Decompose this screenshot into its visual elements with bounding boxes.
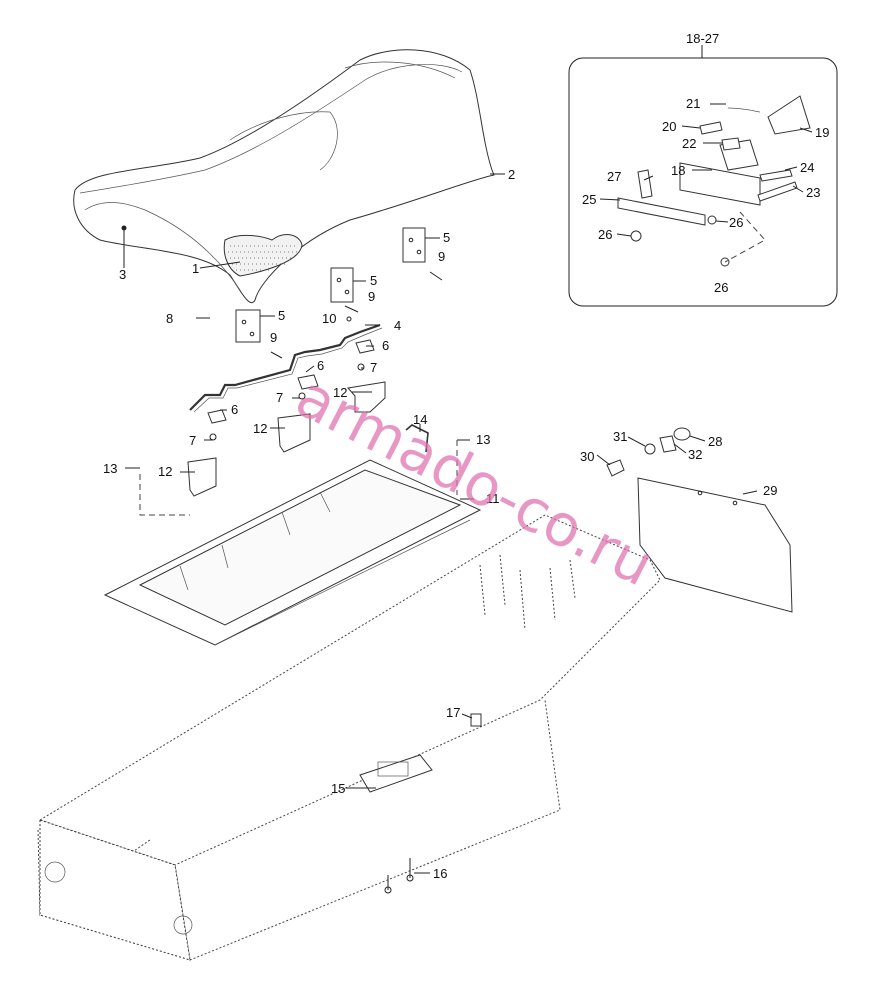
callout-22: 22: [682, 136, 696, 151]
callout-6b: 6: [317, 358, 324, 373]
callout-4: 4: [394, 318, 401, 333]
brackets-12: [187, 381, 386, 497]
seat-mesh-panel: [223, 234, 303, 277]
callout-32: 32: [688, 447, 702, 462]
callout-21: 21: [686, 96, 700, 111]
inset-detail-box: [568, 45, 838, 307]
callout-12a: 12: [333, 385, 347, 400]
callout-3: 3: [119, 267, 126, 282]
callout-25: 25: [582, 192, 596, 207]
hinge-brackets: [235, 227, 426, 343]
callout-28: 28: [708, 434, 722, 449]
leader-lines: [123, 103, 813, 874]
callout-1: 1: [192, 261, 199, 276]
callout-16: 16: [433, 866, 447, 881]
callout-19: 19: [815, 125, 829, 140]
callout-9c: 9: [270, 330, 277, 345]
callout-23: 23: [806, 185, 820, 200]
spring-rod: [189, 323, 383, 413]
callout-13b: 13: [476, 432, 490, 447]
seat: [73, 49, 495, 303]
callout-5a: 5: [443, 230, 450, 245]
callout-26c: 26: [714, 280, 728, 295]
snow-flap: [606, 427, 793, 613]
callout-18: 18: [671, 163, 685, 178]
seat-bolt-point: [121, 225, 127, 231]
tunnel-frame: [37, 514, 661, 961]
callout-9b: 9: [368, 289, 375, 304]
callout-26b: 26: [729, 215, 743, 230]
callout-8: 8: [166, 311, 173, 326]
callout-13a: 13: [103, 461, 117, 476]
callout-26a: 26: [598, 227, 612, 242]
callout-18-27: 18-27: [686, 31, 719, 46]
callout-5c: 5: [278, 308, 285, 323]
callout-7b: 7: [276, 390, 283, 405]
callout-12c: 12: [158, 464, 172, 479]
callout-24: 24: [800, 160, 814, 175]
callout-labels: 1 2 3 4 5 5 5 6 6 6 7 7 7 8 9 9 9 10 11 …: [103, 31, 829, 881]
callout-30: 30: [580, 449, 594, 464]
callout-7c: 7: [189, 433, 196, 448]
callout-17: 17: [446, 705, 460, 720]
tray: [103, 459, 482, 646]
callout-6c: 6: [231, 402, 238, 417]
callout-7a: 7: [370, 360, 377, 375]
callout-14: 14: [413, 412, 427, 427]
callout-27: 27: [607, 169, 621, 184]
callout-10: 10: [322, 311, 336, 326]
callout-15: 15: [331, 781, 345, 796]
callout-11: 11: [486, 491, 500, 506]
callout-9a: 9: [438, 249, 445, 264]
callout-2: 2: [508, 167, 515, 182]
callout-12b: 12: [253, 421, 267, 436]
callout-6a: 6: [382, 338, 389, 353]
clips-and-fasteners: [196, 271, 443, 441]
callout-31: 31: [613, 429, 627, 444]
callout-5b: 5: [370, 273, 377, 288]
callout-20: 20: [662, 119, 676, 134]
callout-29: 29: [763, 483, 777, 498]
pin-13-left-guide: [139, 474, 190, 516]
